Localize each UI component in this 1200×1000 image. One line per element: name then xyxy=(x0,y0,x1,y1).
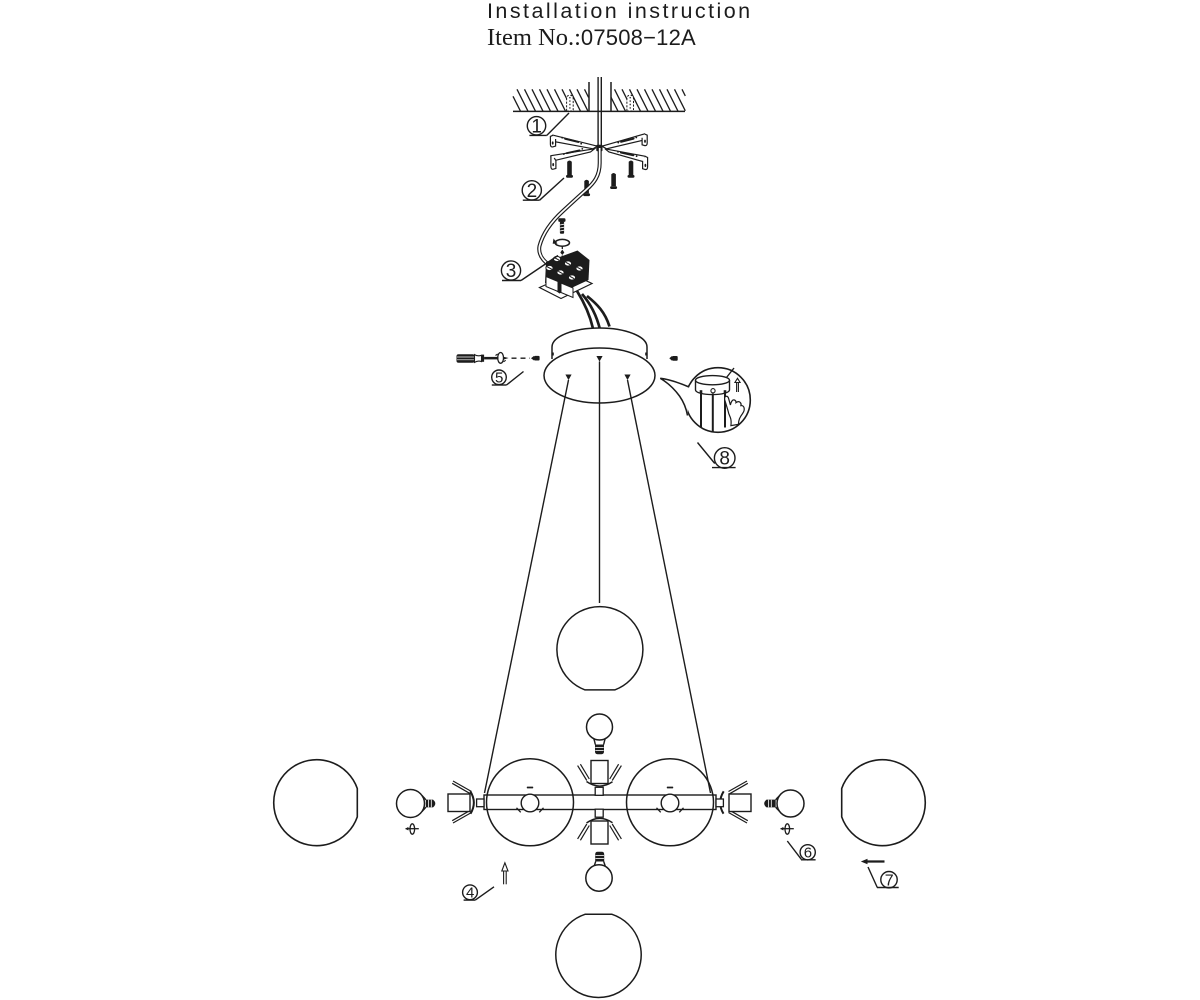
svg-text:6: 6 xyxy=(804,845,812,862)
svg-text:1: 1 xyxy=(531,116,542,137)
svg-text:5: 5 xyxy=(495,370,503,387)
svg-text:3: 3 xyxy=(506,261,517,282)
svg-text:7: 7 xyxy=(885,872,894,889)
svg-text:Installation instruction: Installation instruction xyxy=(487,0,753,23)
svg-text:8: 8 xyxy=(719,449,730,470)
svg-text:Item No.:07508−12A: Item No.:07508−12A xyxy=(487,24,696,51)
svg-text:4: 4 xyxy=(466,885,474,902)
svg-text:2: 2 xyxy=(527,181,538,202)
